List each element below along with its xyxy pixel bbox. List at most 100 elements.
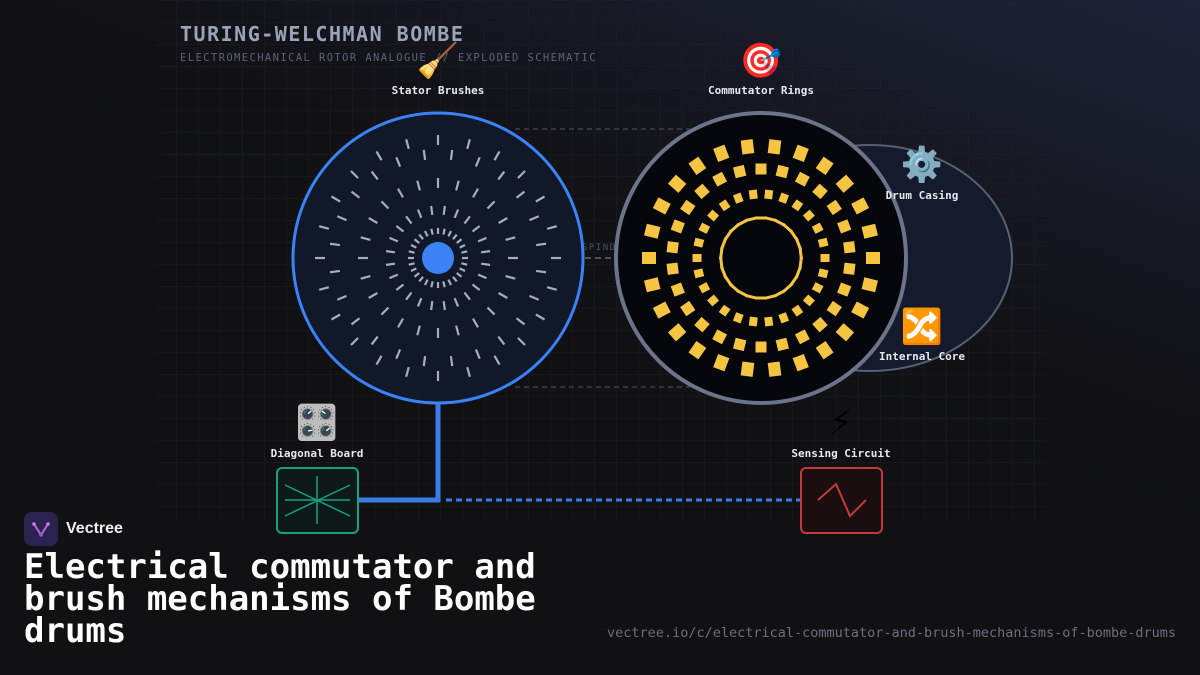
brush-tick bbox=[330, 195, 341, 203]
commutator-contact bbox=[802, 209, 815, 222]
brush-tick bbox=[422, 149, 427, 160]
commutator-contact bbox=[811, 282, 824, 294]
commutator-contact bbox=[670, 282, 685, 297]
brush-tick bbox=[505, 275, 516, 280]
brush-tick bbox=[453, 209, 460, 219]
commutator-contact bbox=[794, 171, 810, 187]
commutator-contact bbox=[851, 197, 870, 215]
commutator-contact bbox=[755, 216, 767, 220]
commutator-contact bbox=[791, 304, 804, 317]
commutator-contact bbox=[764, 316, 774, 327]
brush-tick bbox=[536, 242, 547, 247]
commutator-contact bbox=[748, 316, 758, 327]
brush-tick bbox=[449, 149, 454, 160]
commutator-contact bbox=[866, 252, 880, 264]
brush-tick bbox=[463, 291, 471, 301]
brush-tick bbox=[430, 300, 434, 311]
shuffle-icon: 🔀 bbox=[900, 307, 944, 347]
brush-tick bbox=[515, 190, 526, 199]
brush-tick bbox=[529, 215, 540, 222]
commutator-contact bbox=[767, 139, 782, 155]
commutator-contact bbox=[794, 266, 802, 279]
commutator-contact bbox=[815, 156, 834, 175]
brush-tick bbox=[497, 170, 506, 181]
diagonal-board-label: Diagonal Board bbox=[270, 447, 364, 460]
commutator-contact bbox=[713, 354, 730, 372]
stator-brushes-label: Stator Brushes bbox=[391, 84, 485, 97]
brush-tick bbox=[336, 294, 347, 301]
commutator-contact bbox=[718, 199, 731, 212]
spindle-label: SPINDLE bbox=[582, 243, 630, 253]
commutator-contact bbox=[861, 277, 878, 293]
brush-tick bbox=[422, 356, 427, 367]
brush-tick bbox=[368, 292, 378, 299]
commutator-contact bbox=[670, 219, 685, 234]
brush-tick bbox=[360, 275, 371, 280]
brush-tick bbox=[329, 269, 340, 274]
commutator-contact bbox=[732, 192, 744, 204]
drum-casing-label: Drum Casing bbox=[885, 189, 959, 202]
brush-tick bbox=[459, 267, 466, 273]
brush-tick bbox=[368, 217, 378, 224]
commutator-contact bbox=[764, 293, 777, 300]
commutator-contact bbox=[644, 223, 661, 239]
brush-tick bbox=[461, 262, 468, 266]
brand-name: Vectree bbox=[66, 520, 123, 537]
brush-tick bbox=[389, 273, 399, 280]
commutator-contact bbox=[802, 294, 815, 307]
brush-tick bbox=[447, 230, 453, 237]
brush-tick bbox=[535, 313, 546, 321]
stator-hub bbox=[422, 242, 454, 274]
commutator-contact bbox=[723, 274, 733, 287]
sensing-waveform-icon bbox=[817, 482, 867, 518]
brush-tick bbox=[416, 325, 421, 336]
brush-tick bbox=[350, 337, 359, 346]
brand[interactable]: Vectree bbox=[24, 512, 123, 546]
brush-tick bbox=[546, 286, 558, 291]
commutator-contact bbox=[667, 174, 687, 193]
target-icon: 🎯 bbox=[739, 41, 783, 81]
brush-tick bbox=[515, 317, 526, 326]
brush-tick bbox=[480, 250, 491, 254]
commutator-contact bbox=[694, 183, 710, 200]
commutator-contact bbox=[698, 222, 711, 234]
sensing-circuit-box bbox=[800, 467, 883, 534]
brush-tick bbox=[480, 262, 491, 266]
brush-tick bbox=[474, 156, 481, 167]
brush-tick bbox=[385, 262, 396, 266]
brush-tick bbox=[536, 269, 547, 274]
commutator-contact bbox=[680, 199, 696, 216]
commutator-contact bbox=[707, 294, 720, 307]
commutator-contact bbox=[719, 256, 724, 269]
brush-tick bbox=[413, 272, 420, 278]
commutator-contact bbox=[817, 237, 829, 248]
commutator-contact bbox=[712, 171, 728, 187]
brush-tick bbox=[452, 233, 458, 240]
commutator-contact bbox=[815, 341, 834, 360]
brush-tick bbox=[529, 294, 540, 301]
brush-tick bbox=[459, 243, 466, 249]
brush-tick bbox=[413, 238, 420, 244]
commutator-contact bbox=[843, 262, 856, 275]
brush-tick bbox=[370, 170, 379, 181]
page-url[interactable]: vectree.io/c/electrical-commutator-and-b… bbox=[607, 625, 1176, 641]
brush-tick bbox=[498, 217, 508, 224]
brush-tick bbox=[329, 242, 340, 247]
sensing-circuit-label: Sensing Circuit bbox=[791, 447, 891, 460]
brush-tick bbox=[410, 243, 417, 249]
commutator-contact bbox=[767, 361, 782, 377]
commutator-contact bbox=[720, 237, 728, 250]
brush-tick bbox=[486, 200, 496, 210]
brush-tick bbox=[416, 209, 423, 219]
brush-tick bbox=[447, 279, 453, 286]
commutator-contact bbox=[837, 282, 852, 297]
brush-tick bbox=[493, 355, 501, 366]
commutator-contact bbox=[812, 183, 828, 200]
brush-tick bbox=[405, 291, 413, 301]
brush-tick bbox=[497, 335, 506, 346]
lightning-icon: ⚡ bbox=[829, 403, 853, 443]
brush-tick bbox=[418, 276, 424, 283]
commutator-contact bbox=[680, 300, 696, 317]
commutator-contact bbox=[733, 337, 747, 352]
commutator-contact bbox=[755, 163, 767, 175]
